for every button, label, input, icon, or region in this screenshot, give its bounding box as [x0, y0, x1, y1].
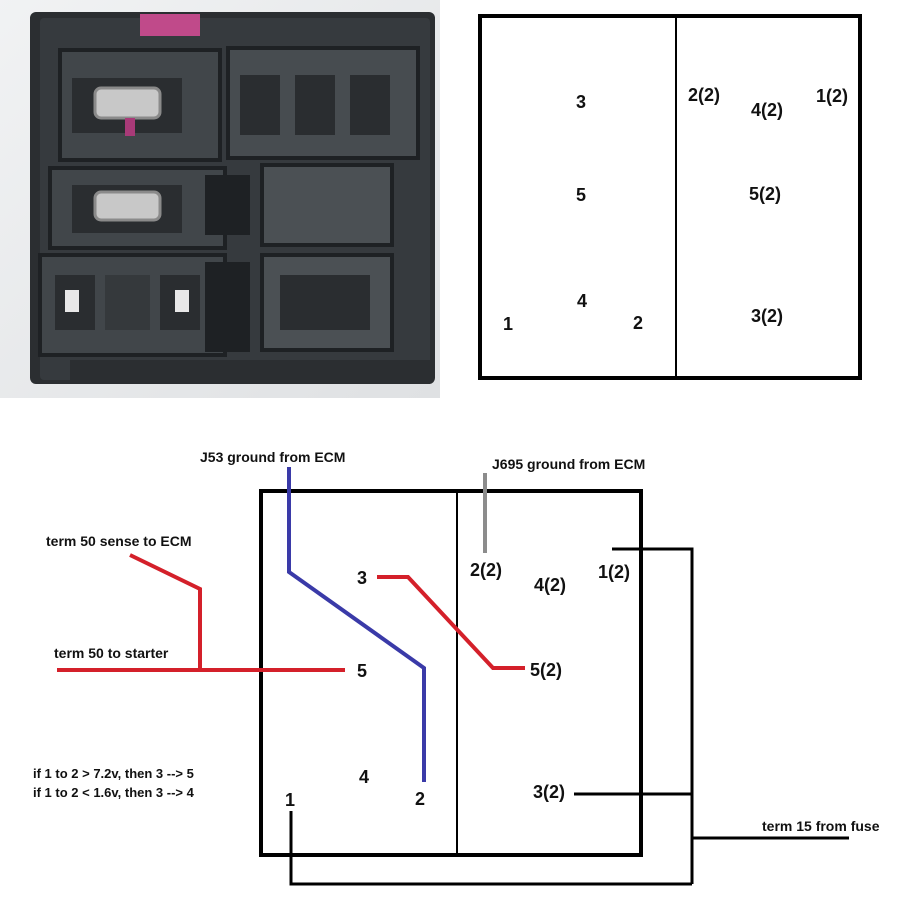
relay-note-high: if 1 to 2 > 7.2v, then 3 --> 5: [33, 766, 194, 781]
term50-sense-label: term 50 sense to ECM: [46, 533, 192, 549]
pinout-pin-4-2: 4(2): [751, 100, 783, 120]
wiring-pin-2-2: 2(2): [470, 560, 502, 580]
wiring-pin-1-2: 1(2): [598, 562, 630, 582]
pinout-pin-3-2: 3(2): [751, 306, 783, 326]
term15-label: term 15 from fuse: [762, 818, 880, 834]
wiring-pin-4-2: 4(2): [534, 575, 566, 595]
wiring-pin-5: 5: [357, 661, 367, 681]
pinout-pin-5-2: 5(2): [749, 184, 781, 204]
term15-wire-pin1: [289, 811, 692, 886]
wiring-pin-5-2: 5(2): [530, 660, 562, 680]
pinout-box: [478, 14, 862, 380]
wiring-pin-3: 3: [357, 568, 367, 588]
relay-socket-photo: [0, 0, 440, 398]
pinout-pin-2: 2: [633, 313, 643, 333]
wiring-pin-2: 2: [415, 789, 425, 809]
term50-starter-label: term 50 to starter: [54, 645, 169, 661]
term15-wire-1-2: [612, 547, 694, 884]
wiring-pin-1: 1: [285, 790, 295, 810]
wiring-pin-4: 4: [359, 767, 369, 787]
j53-ground-wire: [287, 467, 426, 782]
relay-note-low: if 1 to 2 < 1.6v, then 3 --> 4: [33, 785, 195, 800]
relay-switch-wire-3-to-5-2: [377, 575, 525, 670]
j53-label: J53 ground from ECM: [200, 449, 345, 465]
wiring-pin-labels: 3 5 4 1 2 2(2) 4(2) 1(2) 5(2) 3(2): [285, 560, 630, 810]
j695-label: J695 ground from ECM: [492, 456, 645, 472]
wiring-wire-labels: J53 ground from ECM J695 ground from ECM…: [46, 449, 880, 834]
pinout-pin-1: 1: [503, 314, 513, 334]
wiring-box: [259, 489, 643, 857]
pinout-pin-5: 5: [576, 185, 586, 205]
wiring-pin-3-2: 3(2): [533, 782, 565, 802]
pinout-pin-2-2: 2(2): [688, 85, 720, 105]
pinout-labels: 3 5 4 1 2 2(2) 4(2) 1(2) 5(2) 3(2): [503, 85, 848, 334]
pinout-pin-1-2: 1(2): [816, 86, 848, 106]
relay-logic-notes: if 1 to 2 > 7.2v, then 3 --> 5 if 1 to 2…: [33, 766, 195, 800]
pinout-pin-4: 4: [577, 291, 587, 311]
term50-sense-wire: [129, 553, 202, 670]
pinout-pin-3: 3: [576, 92, 586, 112]
